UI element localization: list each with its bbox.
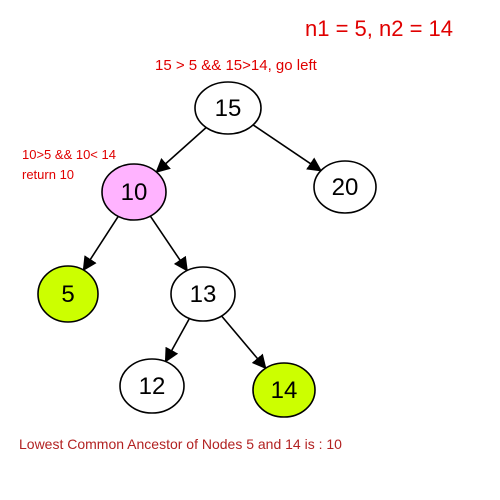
node-label-13: 13	[190, 281, 217, 308]
tree-node-10: 10	[101, 163, 167, 221]
node-circle-14	[252, 362, 316, 418]
node-circle-10	[101, 163, 167, 221]
edge-10-to-13	[149, 215, 188, 272]
tree-edges	[82, 124, 323, 370]
edge-13-to-12	[164, 318, 191, 363]
node-circle-20	[313, 160, 377, 214]
edge-15-to-20	[252, 124, 323, 172]
node-circle-5	[37, 265, 99, 323]
node-label-14: 14	[271, 377, 298, 404]
edge-10-to-5	[82, 215, 119, 272]
node-label-15: 15	[215, 95, 242, 122]
tree-node-12: 12	[119, 358, 185, 414]
result-step-annotation-line1: 10>5 && 10< 14	[22, 147, 116, 162]
node-label-12: 12	[139, 373, 166, 400]
tree-node-5: 5	[37, 265, 99, 323]
tree-node-13: 13	[170, 266, 236, 322]
node-circle-13	[170, 266, 236, 322]
edge-15-to-10	[155, 126, 207, 173]
query-text: n1 = 5, n2 = 14	[305, 16, 453, 41]
edge-13-to-14	[220, 315, 267, 370]
node-label-10: 10	[121, 179, 148, 206]
tree-node-15: 15	[194, 81, 262, 135]
tree-node-20: 20	[313, 160, 377, 214]
root-step-annotation: 15 > 5 && 15>14, go left	[155, 57, 318, 74]
node-circle-12	[119, 358, 185, 414]
conclusion-text: Lowest Common Ancestor of Nodes 5 and 14…	[19, 436, 342, 452]
node-label-20: 20	[332, 174, 359, 201]
tree-node-14: 14	[252, 362, 316, 418]
tree-nodes: 15 10 20 5 13 12 14	[37, 81, 377, 418]
node-label-5: 5	[61, 281, 74, 308]
node-circle-15	[194, 81, 262, 135]
result-step-annotation-line2: return 10	[22, 167, 74, 182]
